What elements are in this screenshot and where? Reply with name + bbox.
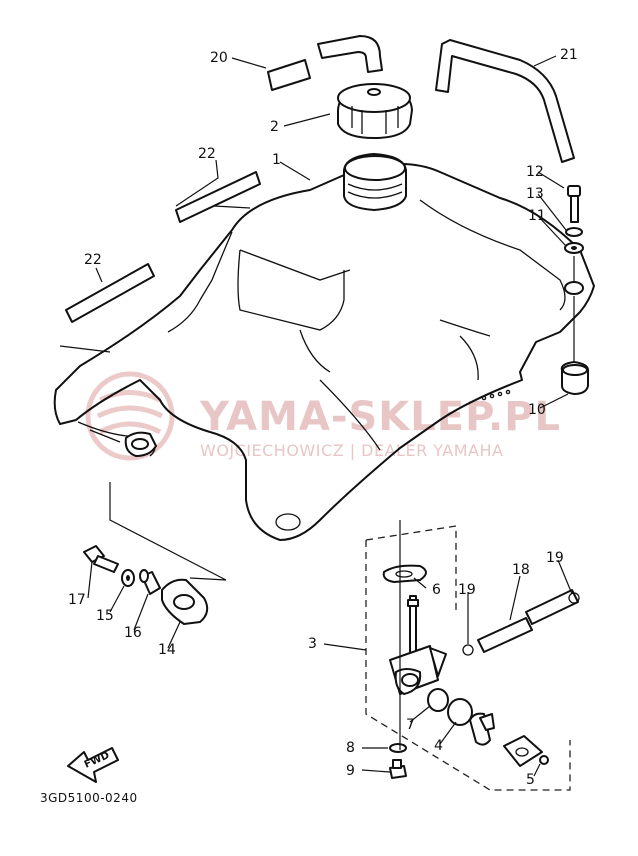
- callout-15: 15: [96, 608, 114, 624]
- diagram-code: 3GD5100-0240: [40, 791, 138, 805]
- part-bolt-17: [83, 545, 119, 573]
- callout-12: 12: [526, 164, 544, 180]
- callout-8: 8: [346, 740, 355, 756]
- callout-1: 1: [272, 152, 281, 168]
- part-collar-16: [139, 569, 161, 595]
- callout-19-left: 19: [458, 582, 476, 598]
- callout-16: 16: [124, 625, 142, 641]
- callout-22-lower: 22: [84, 252, 102, 268]
- callout-22-upper: 22: [198, 146, 216, 162]
- part-clip-19-right: [568, 592, 580, 604]
- callout-17: 17: [68, 592, 86, 608]
- watermark-title: YAMA-SKLEP.PL: [199, 394, 561, 440]
- watermark-logo: [85, 371, 175, 461]
- part-washer-15: [121, 569, 135, 587]
- callout-20: 20: [210, 50, 228, 66]
- part-clip-19-left: [462, 644, 474, 656]
- callout-18: 18: [512, 562, 530, 578]
- callout-14: 14: [158, 642, 176, 658]
- callout-10: 10: [528, 402, 546, 418]
- callout-7: 7: [406, 717, 415, 733]
- callout-2: 2: [270, 119, 279, 135]
- callout-13: 13: [526, 186, 544, 202]
- callout-3: 3: [308, 636, 317, 652]
- fwd-label: FWD: [83, 750, 111, 771]
- part-bolt-12: [567, 185, 581, 223]
- part-strap-21: [435, 39, 575, 163]
- part-grommet-14: [161, 578, 209, 625]
- part-fuel-tank-1: [53, 153, 595, 541]
- callout-4: 4: [434, 738, 443, 754]
- part-damper-10: [560, 361, 589, 395]
- part-pad-22-lower: [65, 263, 155, 323]
- watermark-subtitle: WOJCIECHOWICZ | DEALER YAMAHA: [200, 441, 503, 460]
- part-hose-20: [267, 35, 383, 91]
- callouts: 1 2 3 4 5 6 7 8 9 10 11 12 13 14 15 16 1…: [68, 47, 578, 788]
- forward-arrow-icon: FWD: [67, 747, 119, 783]
- part-fuel-cap-2: [337, 83, 413, 139]
- callout-6: 6: [432, 582, 441, 598]
- part-washer-13: [565, 227, 583, 237]
- callout-11: 11: [528, 208, 546, 224]
- callout-9: 9: [346, 763, 355, 779]
- callout-19-right: 19: [546, 550, 564, 566]
- leader-lines: [59, 55, 575, 777]
- part-hose-18: [477, 589, 579, 653]
- part-collar-11: [564, 242, 584, 254]
- part-fuel-cock-assembly-3: [365, 525, 571, 791]
- watermark: YAMA-SKLEP.PL WOJCIECHOWICZ | DEALER YAM…: [85, 371, 561, 461]
- callout-5: 5: [526, 772, 535, 788]
- part-pad-22-upper: [175, 171, 261, 223]
- callout-21: 21: [560, 47, 578, 63]
